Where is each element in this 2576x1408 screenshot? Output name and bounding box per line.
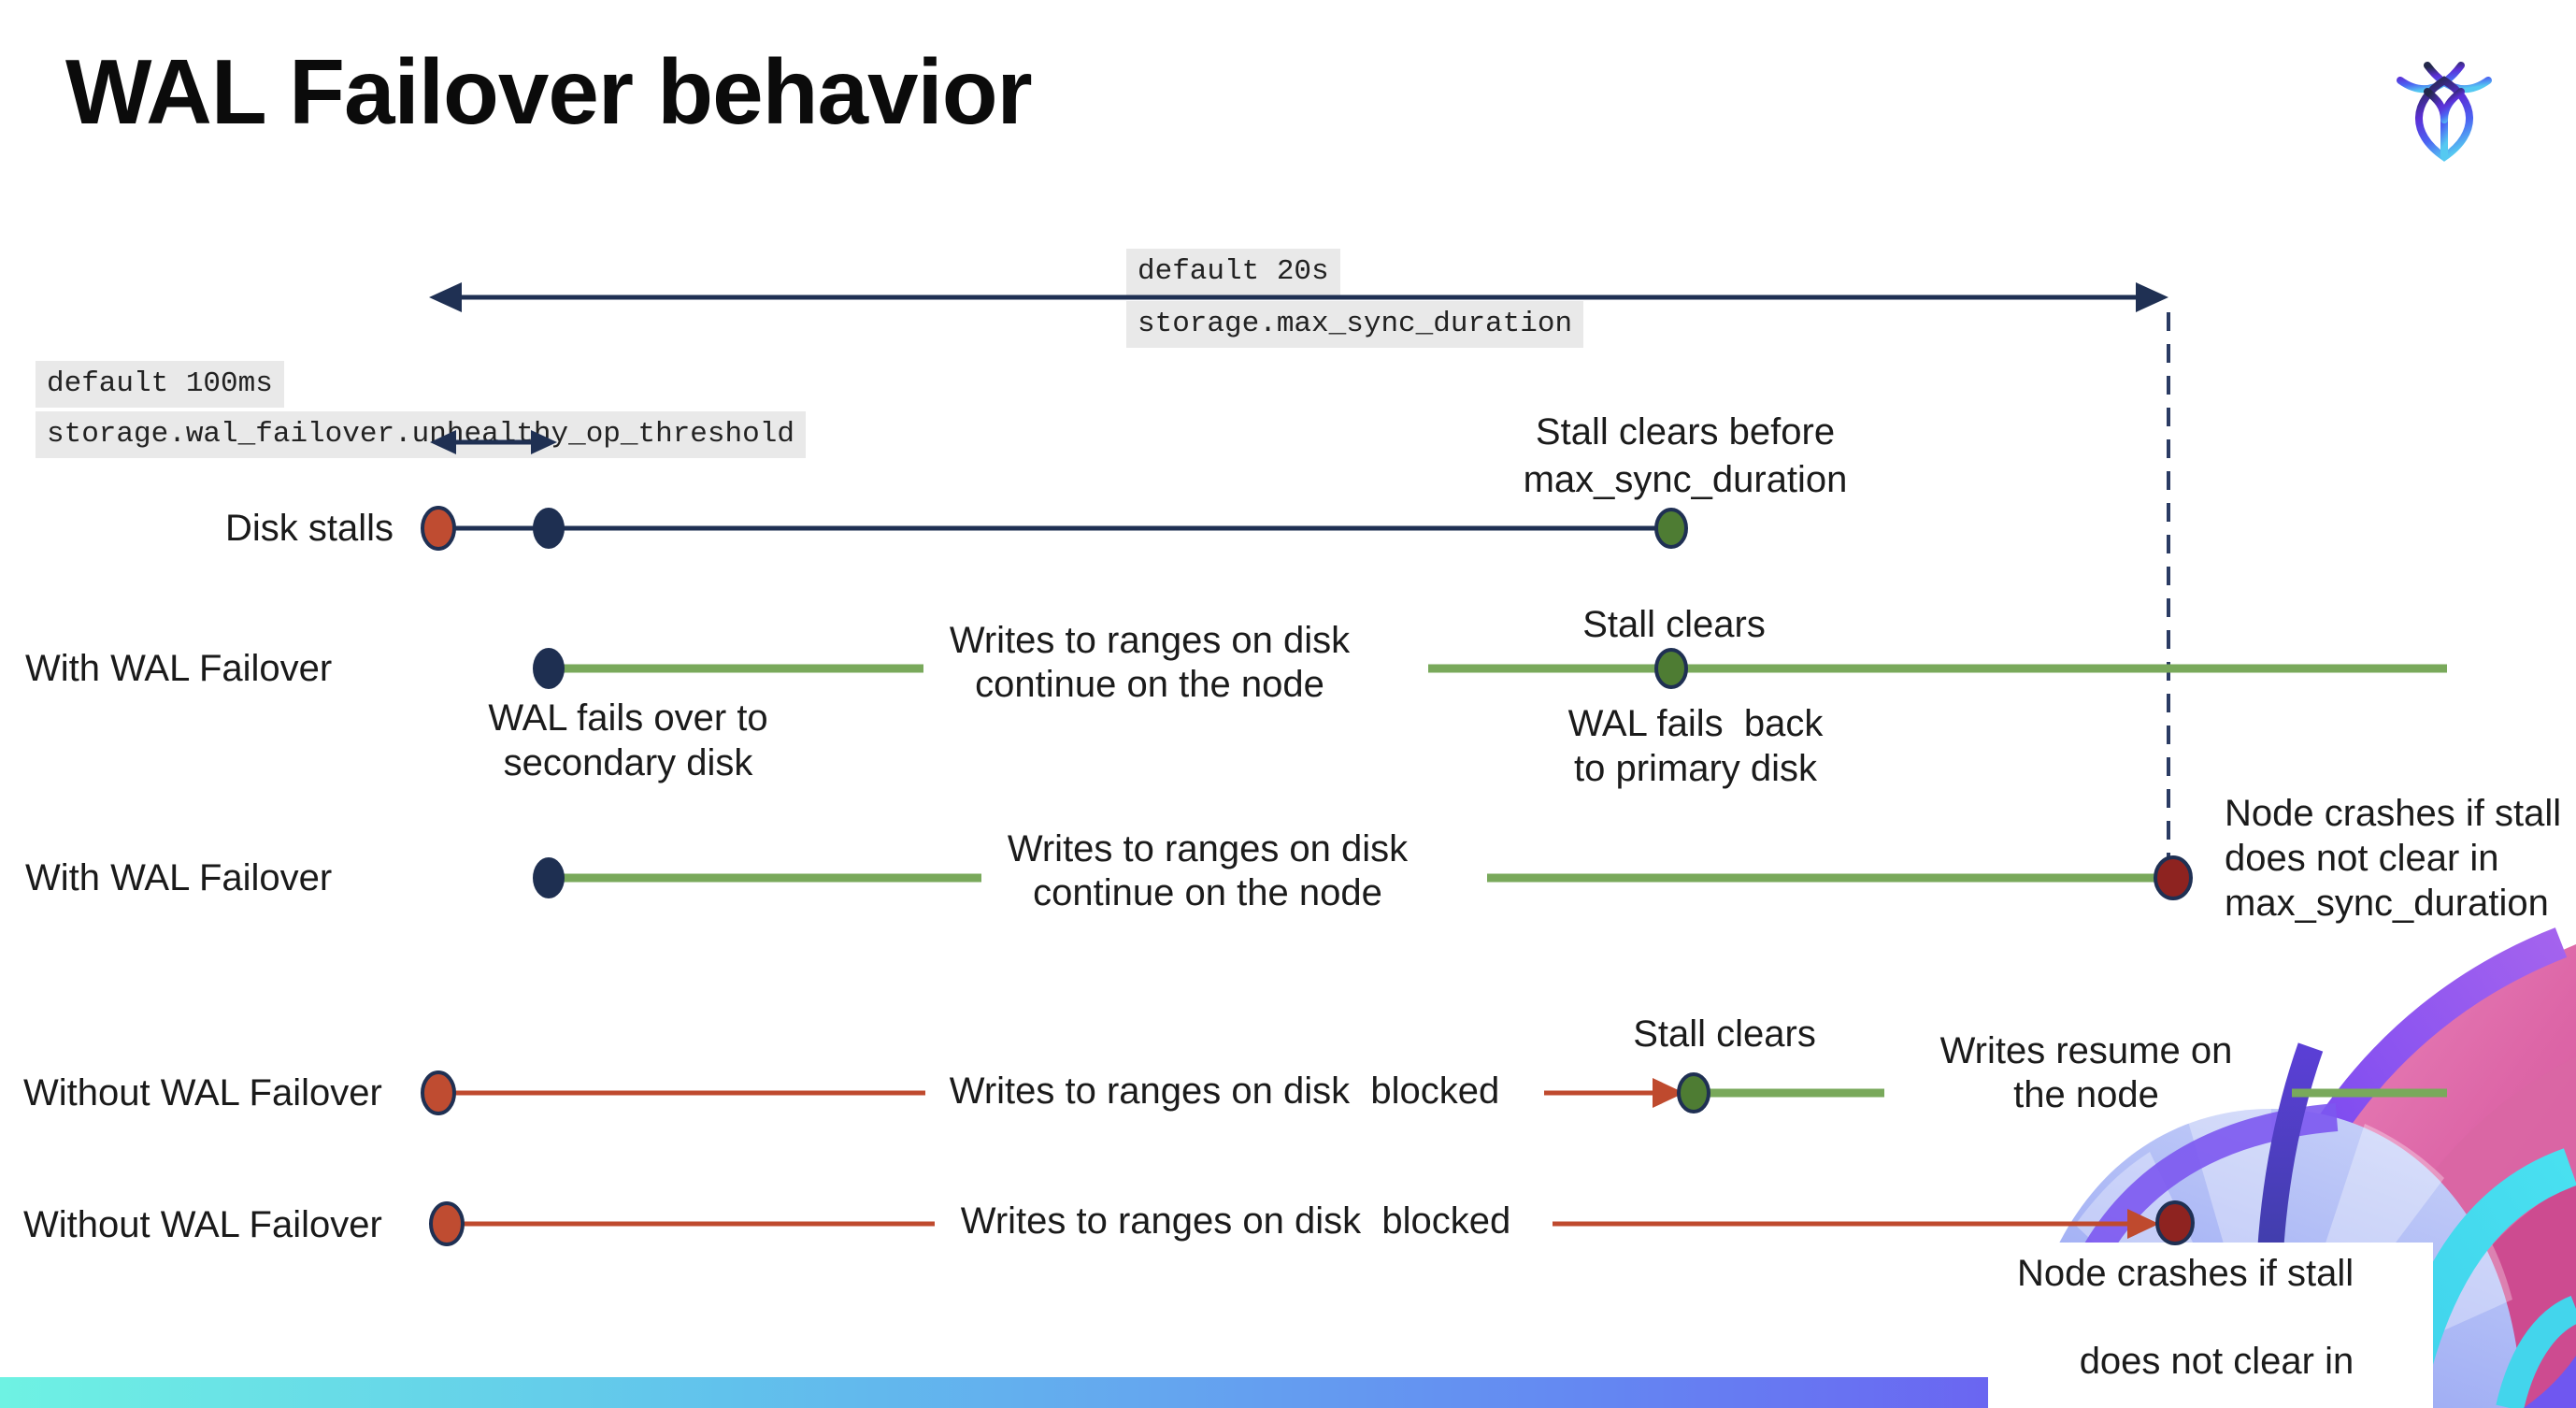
stall-start-dot	[421, 1070, 456, 1115]
failover-dot	[533, 857, 565, 898]
stall-start-dot	[429, 1201, 465, 1246]
stall-clears-label: Stall clears	[1633, 1013, 1816, 1055]
stall-clears-dot	[1654, 508, 1688, 549]
arrowhead-right-icon	[531, 430, 557, 454]
node-crash-label-card: Node crashes if stall does not clear in …	[1988, 1243, 2433, 1408]
red-arrowhead-icon	[2127, 1209, 2159, 1239]
row-label-without-wal-failover-2: Without WAL Failover	[23, 1204, 382, 1245]
logo-vein-right	[2440, 88, 2465, 123]
stall-clears-label: Stall clears	[1582, 604, 1766, 645]
setting-name: storage.max_sync_duration	[1126, 301, 1584, 348]
unhealthy-op-threshold-setting: default 100ms storage.wal_failover.unhea…	[36, 361, 806, 458]
setting-default-value: default 20s	[1126, 249, 1340, 295]
node-crash-dot	[2155, 1200, 2195, 1245]
node-crashes-label: Node crashes if stall does not clear in …	[2017, 1253, 2354, 1382]
arrowhead-left-icon	[429, 282, 462, 312]
page-title: WAL Failover behavior	[65, 40, 1033, 143]
row-label-disk-stalls: Disk stalls	[225, 508, 394, 549]
row-label-with-wal-failover-1: With WAL Failover	[25, 648, 333, 689]
max-sync-duration-setting: default 20s storage.max_sync_duration	[1126, 249, 1584, 348]
row-label-without-wal-failover-1: Without WAL Failover	[23, 1072, 382, 1113]
art-cyan-arch-small	[2496, 1296, 2576, 1408]
art-purple-corner	[2524, 1356, 2576, 1408]
stall-clears-dot	[1677, 1072, 1710, 1113]
writes-blocked-label: Writes to ranges on disk blocked	[960, 1200, 1511, 1242]
row-label-with-wal-failover-2: With WAL Failover	[25, 857, 333, 898]
cockroachdb-logo-icon	[2397, 62, 2492, 162]
failover-threshold-dot	[533, 508, 565, 549]
setting-name: storage.wal_failover.unhealthy_op_thresh…	[36, 411, 806, 458]
red-arrowhead-icon	[1653, 1078, 1684, 1108]
arrowhead-left-icon	[430, 430, 456, 454]
failover-dot	[533, 648, 565, 689]
writes-blocked-label: Writes to ranges on disk blocked	[949, 1070, 1500, 1112]
stall-start-dot	[421, 506, 456, 551]
arrowhead-right-icon	[2136, 282, 2168, 312]
setting-default-value: default 100ms	[36, 361, 284, 408]
node-crash-dot	[2154, 855, 2193, 900]
stall-clears-dot	[1654, 648, 1688, 689]
